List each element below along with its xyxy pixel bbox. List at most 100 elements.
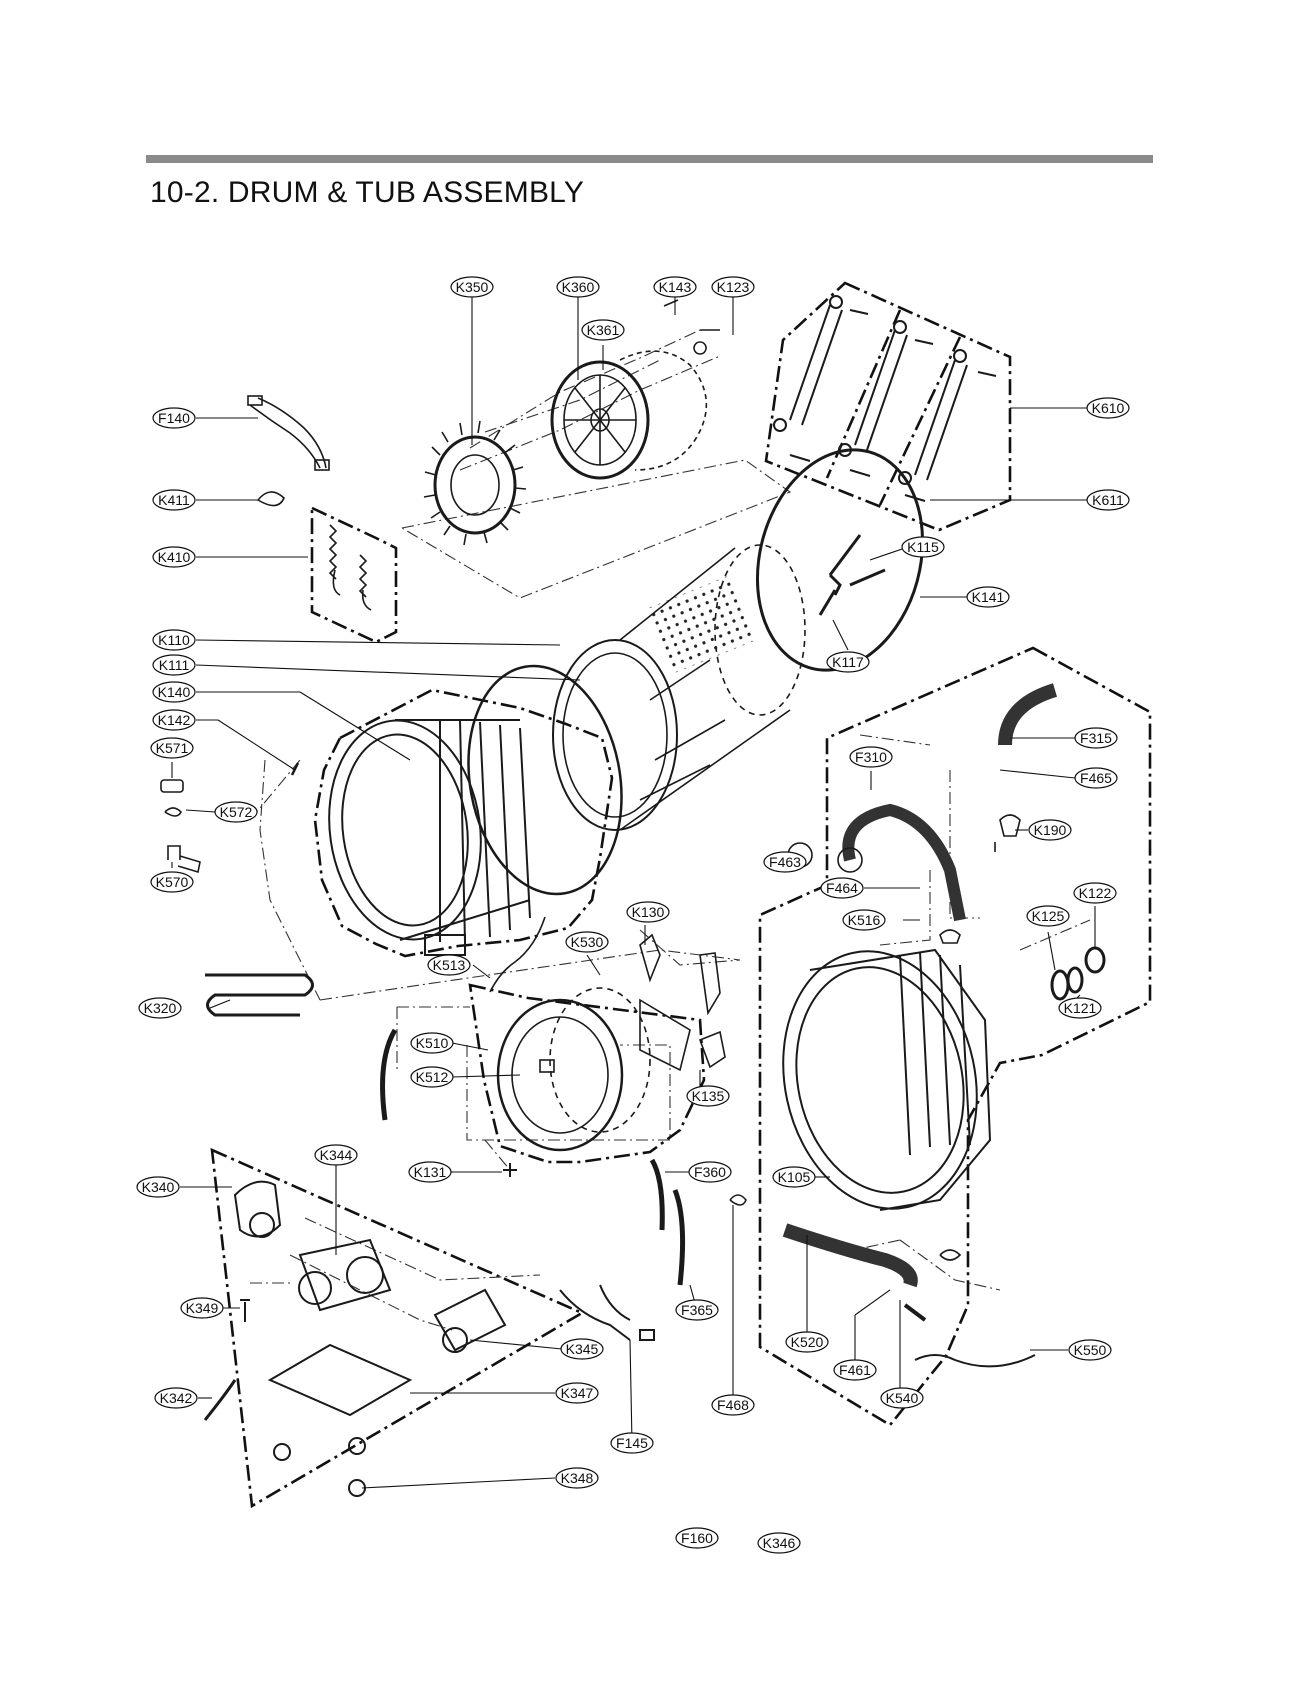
callout-K610[interactable]: K610 [1086, 397, 1130, 419]
callout-K346[interactable]: K346 [757, 1532, 801, 1554]
svg-text:K610: K610 [1092, 400, 1125, 416]
callout-K570[interactable]: K570 [150, 871, 194, 893]
callout-K571[interactable]: K571 [150, 737, 194, 759]
spider-part [818, 534, 886, 616]
sensor-part [160, 779, 184, 793]
bellows-hose-part [998, 683, 1058, 746]
nut-part [164, 807, 182, 817]
callout-F461[interactable]: F461 [833, 1359, 877, 1381]
callout-K110[interactable]: K110 [152, 629, 196, 651]
callout-K320[interactable]: K320 [138, 997, 182, 1019]
seal-part [1084, 946, 1106, 974]
callout-K361[interactable]: K361 [581, 319, 625, 341]
svg-text:K345: K345 [566, 1341, 599, 1357]
connector-part [247, 395, 263, 406]
screw-part [290, 762, 300, 776]
callout-K349[interactable]: K349 [180, 1297, 224, 1319]
pressure-sensor-part [994, 814, 1021, 852]
svg-text:F160: F160 [681, 1530, 713, 1546]
callout-F145[interactable]: F145 [610, 1432, 654, 1454]
callout-K115[interactable]: K115 [901, 536, 945, 558]
svg-text:K348: K348 [561, 1470, 594, 1486]
svg-text:K410: K410 [158, 549, 191, 565]
svg-text:K115: K115 [907, 539, 939, 555]
callout-K135[interactable]: K135 [686, 1085, 730, 1107]
callout-K572[interactable]: K572 [214, 801, 258, 823]
hose-part [380, 1028, 398, 1121]
callout-K190[interactable]: K190 [1028, 819, 1072, 841]
callout-K105[interactable]: K105 [772, 1166, 816, 1188]
tub-rear-part [782, 948, 992, 1211]
callout-K125[interactable]: K125 [1026, 905, 1070, 927]
callout-K342[interactable]: K342 [154, 1387, 198, 1409]
callout-F360[interactable]: F360 [688, 1161, 732, 1183]
callout-F365[interactable]: F365 [675, 1299, 719, 1321]
callout-K140[interactable]: K140 [152, 681, 196, 703]
callout-K121[interactable]: K121 [1058, 997, 1102, 1019]
callout-K611[interactable]: K611 [1086, 489, 1130, 511]
callout-F160[interactable]: F160 [675, 1527, 719, 1549]
elbow-part [167, 845, 201, 874]
callout-K141[interactable]: K141 [966, 586, 1010, 608]
callout-K347[interactable]: K347 [555, 1382, 599, 1404]
callout-K510[interactable]: K510 [410, 1032, 454, 1054]
callout-K411[interactable]: K411 [152, 489, 196, 511]
svg-text:K105: K105 [778, 1169, 811, 1185]
callout-K512[interactable]: K512 [410, 1066, 454, 1088]
callout-F463[interactable]: F463 [763, 851, 807, 873]
callout-K143[interactable]: K143 [653, 276, 697, 298]
header-rule [146, 155, 1153, 163]
svg-text:F465: F465 [1080, 770, 1112, 786]
svg-text:K550: K550 [1074, 1342, 1107, 1358]
callout-K530[interactable]: K530 [565, 931, 609, 953]
svg-text:K140: K140 [158, 684, 191, 700]
callout-labels: K350 K360 K143 K123 K361 K610 K611 F140 … [136, 276, 1130, 1554]
callout-K344[interactable]: K344 [314, 1144, 358, 1166]
svg-text:K342: K342 [160, 1390, 193, 1406]
svg-text:K512: K512 [416, 1069, 449, 1085]
damper-cap-part [939, 929, 961, 944]
wire-harness-part [249, 397, 327, 469]
svg-text:K520: K520 [791, 1334, 824, 1350]
callout-K122[interactable]: K122 [1073, 882, 1117, 904]
callout-K550[interactable]: K550 [1068, 1339, 1112, 1361]
callout-K516[interactable]: K516 [842, 909, 886, 931]
callout-F310[interactable]: F310 [849, 746, 893, 768]
svg-text:K141: K141 [972, 589, 1005, 605]
callout-K345[interactable]: K345 [560, 1338, 604, 1360]
clip-part [256, 491, 285, 507]
callout-K410[interactable]: K410 [152, 546, 196, 568]
callout-K513[interactable]: K513 [427, 954, 471, 976]
callout-K111[interactable]: K111 [152, 654, 196, 676]
callout-F465[interactable]: F465 [1074, 767, 1118, 789]
callout-K520[interactable]: K520 [785, 1331, 829, 1353]
callout-K540[interactable]: K540 [880, 1387, 924, 1409]
screw-part-2 [503, 1163, 517, 1177]
svg-text:K346: K346 [763, 1535, 796, 1551]
callout-K123[interactable]: K123 [711, 276, 755, 298]
leader-lines [171, 297, 1096, 1489]
svg-text:K572: K572 [220, 804, 253, 820]
callout-F464[interactable]: F464 [820, 877, 864, 899]
bracket-part [639, 998, 691, 1072]
callout-K348[interactable]: K348 [555, 1467, 599, 1489]
svg-text:K122: K122 [1079, 885, 1112, 901]
svg-text:K570: K570 [156, 874, 189, 890]
svg-text:K125: K125 [1032, 908, 1065, 924]
callout-F468[interactable]: F468 [711, 1394, 755, 1416]
heater-part [205, 973, 314, 1017]
svg-text:F140: F140 [158, 410, 190, 426]
callout-K360[interactable]: K360 [556, 276, 600, 298]
callout-F315[interactable]: F315 [1074, 727, 1118, 749]
callout-K350[interactable]: K350 [450, 276, 494, 298]
callout-K131[interactable]: K131 [408, 1161, 452, 1183]
callout-K340[interactable]: K340 [136, 1176, 180, 1198]
svg-text:K516: K516 [848, 912, 881, 928]
latch-parts [639, 933, 726, 1069]
callout-K117[interactable]: K117 [826, 651, 870, 673]
svg-text:K347: K347 [561, 1385, 594, 1401]
callout-K130[interactable]: K130 [626, 901, 670, 923]
callout-F140[interactable]: F140 [152, 407, 196, 429]
callout-K142[interactable]: K142 [152, 709, 196, 731]
bolt-parts [663, 299, 720, 355]
